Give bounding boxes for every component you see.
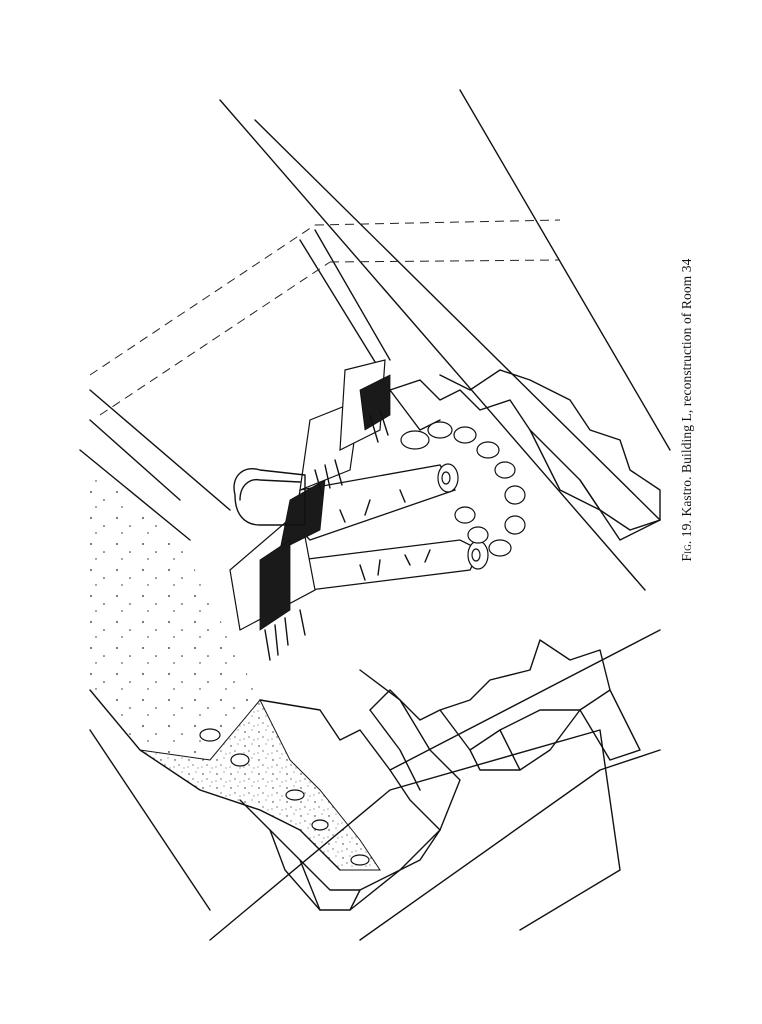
curved-basin (233, 468, 306, 526)
caption-number: 19. (679, 520, 694, 538)
stepped-walls-bottom (209, 629, 661, 941)
roof-remains (229, 359, 391, 661)
rubble-stones (199, 728, 370, 866)
stone-ring (400, 421, 526, 557)
wall-outline (79, 89, 671, 911)
figure-caption-container: Fig. 19. Kastro. Building L, reconstruct… (672, 130, 702, 690)
figure-caption: Fig. 19. Kastro. Building L, reconstruct… (679, 259, 695, 562)
dashed-lines (89, 219, 561, 416)
stepped-blocks-upper (389, 369, 661, 541)
caption-label: Fig. (679, 540, 694, 562)
reconstruction-drawing (79, 89, 671, 941)
wooden-posts (294, 463, 489, 591)
stepped-blocks-middle (369, 639, 641, 771)
caption-text: Kastro. Building L, reconstruction of Ro… (679, 258, 694, 517)
